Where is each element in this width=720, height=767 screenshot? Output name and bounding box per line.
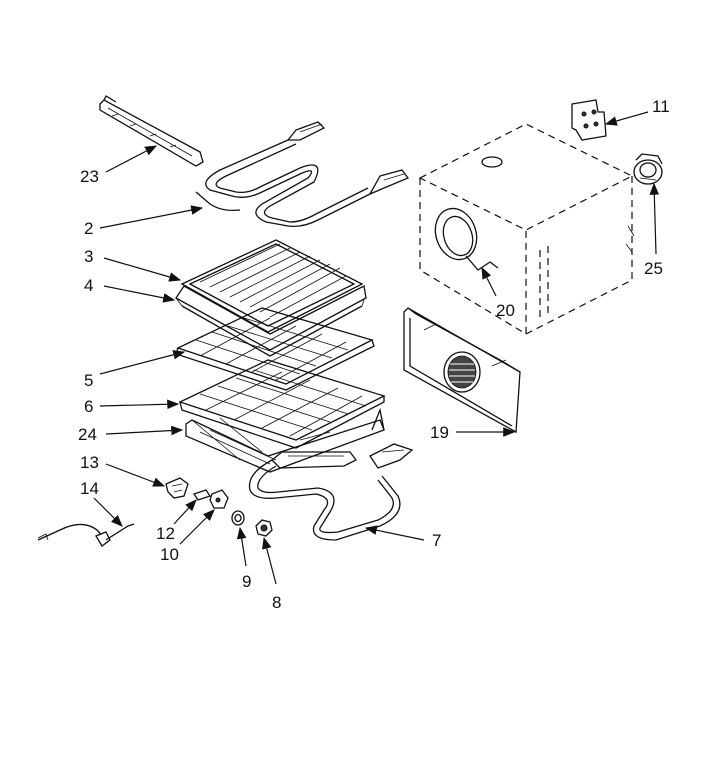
part-10-clip — [209, 489, 229, 509]
callout-3: 3 — [84, 247, 93, 266]
oven-cavity-outline — [418, 123, 635, 336]
part-14-temperature-sensor — [37, 523, 135, 547]
part-25-connector — [633, 153, 663, 185]
callout-4: 4 — [84, 276, 93, 295]
part-23-bracket — [99, 95, 204, 167]
part-4-broiler-pan — [175, 285, 367, 357]
callout-23: 23 — [80, 167, 99, 186]
part-19-rear-panel — [403, 307, 521, 434]
callout-7: 7 — [432, 531, 441, 550]
callout-24: 24 — [78, 425, 97, 444]
leader-lines — [93, 111, 660, 585]
callout-19: 19 — [430, 423, 449, 442]
callout-14: 14 — [80, 479, 99, 498]
callout-9: 9 — [242, 572, 251, 591]
callout-2: 2 — [84, 219, 93, 238]
callout-13: 13 — [80, 453, 99, 472]
part-13-clip — [165, 477, 189, 499]
part-24-oven-rack — [185, 407, 385, 473]
callout-11: 11 — [652, 97, 670, 116]
part-20-convection-element — [434, 207, 499, 271]
callout-10: 10 — [160, 545, 179, 564]
callout-6: 6 — [84, 397, 93, 416]
callout-20: 20 — [496, 301, 515, 320]
callout-12: 12 — [156, 524, 175, 543]
callout-25: 25 — [644, 259, 663, 278]
callout-5: 5 — [84, 371, 93, 390]
part-12-sleeve — [192, 489, 212, 501]
part-3-broiler-pan-grid — [180, 239, 364, 333]
part-7-bake-element — [248, 443, 414, 541]
part-9-washer — [231, 510, 245, 526]
part-6-oven-rack — [178, 359, 386, 449]
callout-labels: 23 2 3 4 5 6 24 13 14 12 10 9 8 7 19 20 … — [78, 97, 670, 612]
part-8-nut — [255, 519, 273, 537]
callout-8: 8 — [272, 593, 281, 612]
part-11-bracket — [571, 99, 607, 141]
part-2-broil-element — [195, 121, 410, 228]
